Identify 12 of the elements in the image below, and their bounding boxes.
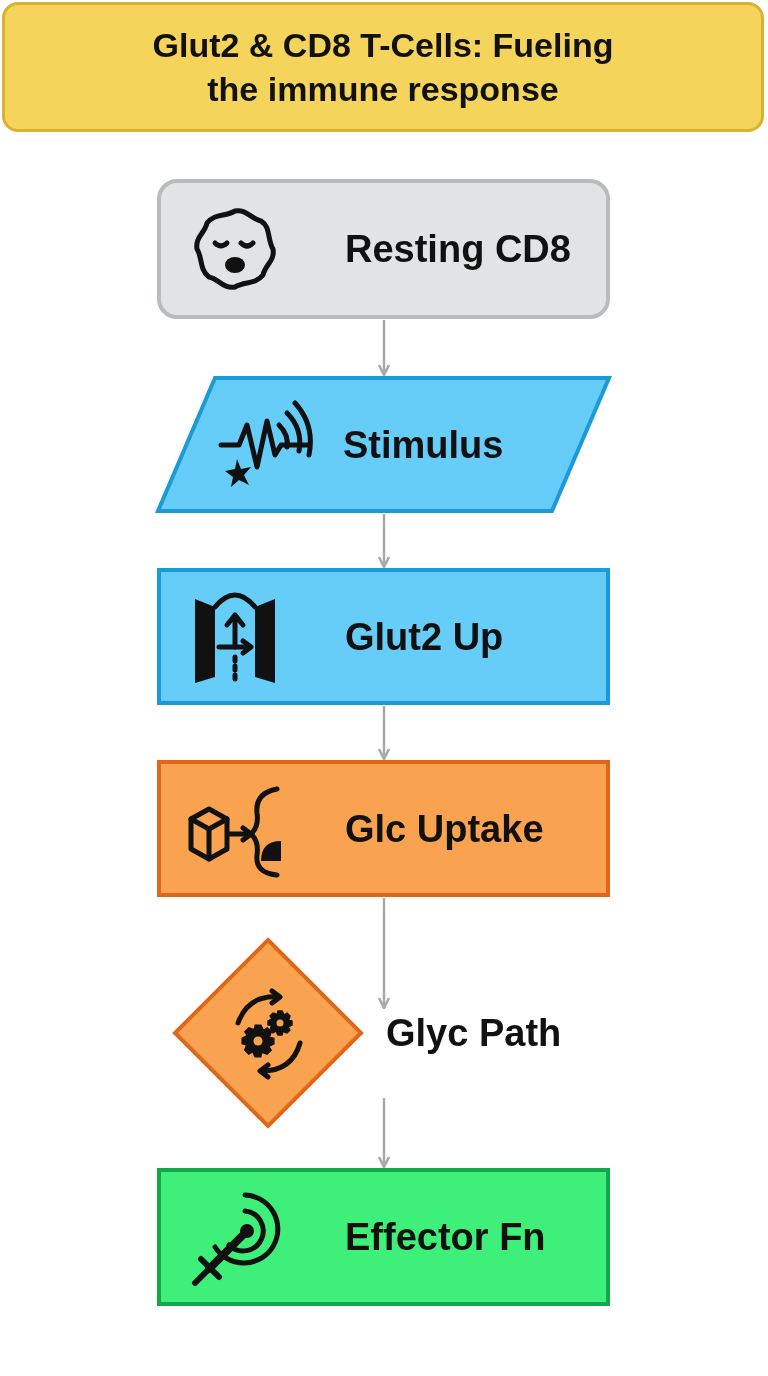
arrow <box>377 320 391 377</box>
arrow <box>377 1098 391 1169</box>
node-label: Effector Fn <box>345 1215 546 1259</box>
arrow <box>377 514 391 569</box>
node-label: Glc Uptake <box>345 807 544 850</box>
arrow <box>377 898 391 1010</box>
node-label: Glut2 Up <box>345 615 504 658</box>
arrow <box>377 706 391 761</box>
node-label: Stimulus <box>343 423 504 466</box>
title-banner: Glut2 & CD8 T-Cells: Fueling the immune response <box>2 2 764 132</box>
node-label: Resting CD8 <box>345 227 571 271</box>
node-label: Glyc Path <box>386 1011 562 1055</box>
